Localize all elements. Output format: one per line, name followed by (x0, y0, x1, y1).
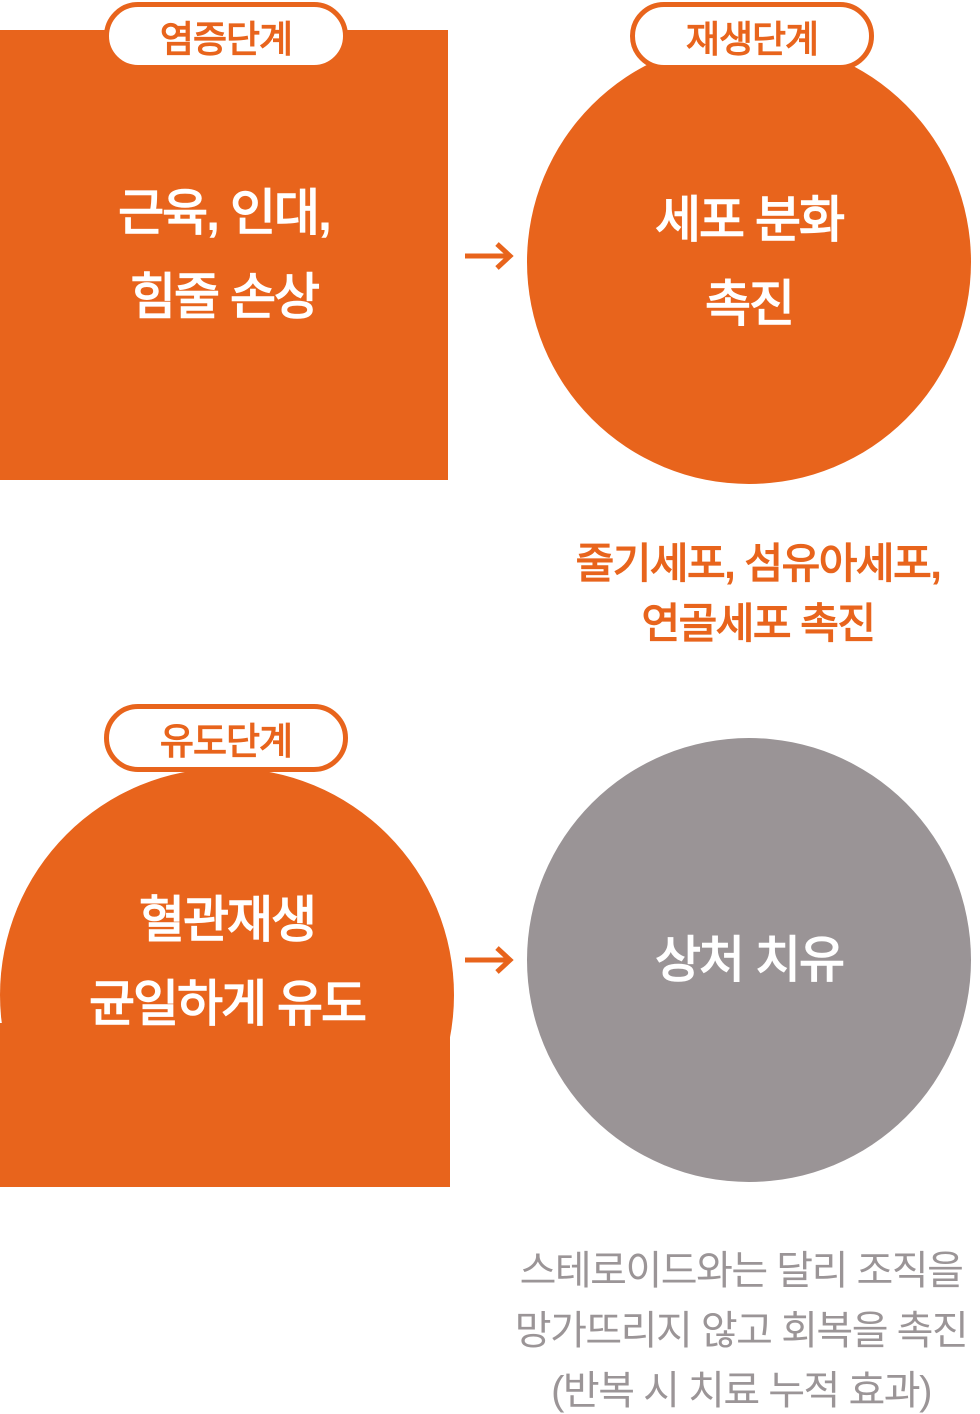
healing-caption: 스테로이드와는 달리 조직을 망가뜨리지 않고 회복을 촉진 (반복 시 치료 … (506, 1241, 976, 1414)
arrow-right-icon (459, 234, 517, 278)
regeneration-stage-badge: 재생단계 (630, 2, 874, 70)
regeneration-stage-circle: 세포 분화 촉진 (527, 40, 971, 484)
induction-stage-dome: 혈관재생 균일하게 유도 (0, 768, 456, 1187)
regeneration-badge-label: 재생단계 (685, 19, 819, 60)
regeneration-line-2: 촉진 (705, 276, 795, 332)
regeneration-caption-line-1: 줄기세포, 섬유아세포, (575, 540, 942, 587)
inflammation-line-1: 근육, 인대, (118, 185, 332, 241)
healing-stage-text: 상처 치유 (655, 918, 845, 1002)
induction-line-2: 균일하게 유도 (89, 976, 367, 1032)
healing-stage-circle: 상처 치유 (527, 738, 971, 1182)
inflammation-stage-box: 근육, 인대, 힘줄 손상 (0, 30, 448, 480)
induction-badge-label: 유도단계 (159, 721, 293, 762)
healing-line-1: 상처 치유 (655, 932, 845, 988)
arrow-right-icon (459, 938, 517, 982)
induction-dome-rect (0, 1023, 450, 1187)
inflammation-badge-label: 염증단계 (159, 19, 293, 60)
induction-line-1: 혈관재생 (139, 892, 317, 948)
inflammation-stage-text: 근육, 인대, 힘줄 손상 (118, 171, 332, 339)
regeneration-caption: 줄기세포, 섬유아세포, 연골세포 촉진 (538, 534, 978, 654)
induction-stage-text: 혈관재생 균일하게 유도 (0, 878, 454, 1046)
healing-caption-line-1: 스테로이드와는 달리 조직을 (519, 1249, 964, 1293)
inflammation-line-2: 힘줄 손상 (130, 269, 320, 325)
induction-stage-badge: 유도단계 (104, 704, 348, 772)
inflammation-stage-badge: 염증단계 (104, 2, 348, 70)
regeneration-line-1: 세포 분화 (655, 192, 845, 248)
regeneration-caption-line-2: 연골세포 촉진 (641, 600, 876, 647)
healing-caption-line-2: 망가뜨리지 않고 회복을 촉진 (514, 1309, 969, 1353)
regeneration-stage-text: 세포 분화 촉진 (655, 178, 845, 346)
healing-caption-line-3: (반복 시 치료 누적 효과) (551, 1369, 932, 1413)
